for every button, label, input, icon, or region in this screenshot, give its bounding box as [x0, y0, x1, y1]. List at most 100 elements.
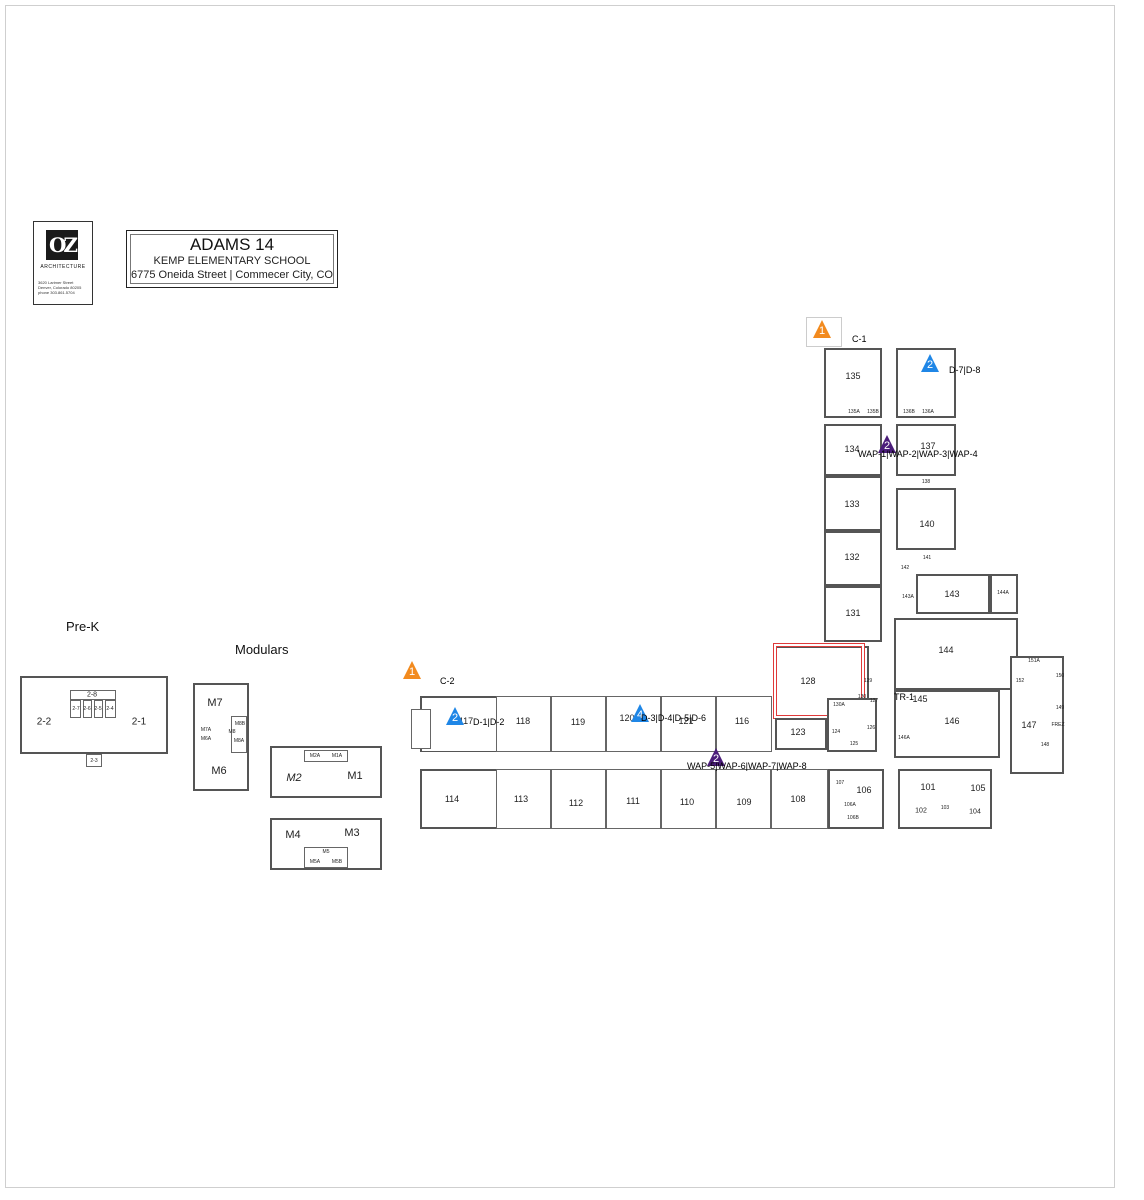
room-label: 133 — [844, 499, 860, 509]
school-address: 6775 Oneida Street | Commecer City, CO — [131, 269, 333, 281]
room-133 — [824, 476, 882, 531]
marker-label-d3-d6: D-3|D-4|D-5|D-6 — [641, 713, 707, 723]
room-134 — [824, 424, 882, 476]
room-label: 137 — [920, 441, 936, 451]
room-label: 104 — [969, 808, 981, 816]
firm-name: ARCHITECTURE — [40, 264, 86, 270]
room-2-3 — [86, 754, 102, 767]
room-label: 121 — [678, 716, 694, 726]
room-label: 148 — [1040, 742, 1050, 748]
room-label: M5A — [309, 859, 321, 865]
room-111 — [606, 769, 661, 829]
room-label: 124 — [831, 729, 841, 735]
room-label: 125 — [849, 741, 859, 747]
room-label: M2A — [309, 753, 321, 759]
room-label: 2-5 — [94, 706, 102, 712]
room-label: 135B — [867, 409, 879, 415]
warning-triangle-icon — [813, 320, 831, 338]
room-label: M8 — [228, 729, 236, 735]
room-m2a-m1a — [304, 750, 348, 762]
room-label: 2-8 — [86, 691, 98, 699]
room-2-5 — [94, 700, 103, 718]
wap-marker-1-4[interactable]: 2 — [877, 434, 897, 454]
firm-logo: OZ ARCHITECTURE 3620 Larimer Street Denv… — [33, 221, 93, 305]
room-label: 2-6 — [83, 706, 91, 712]
data-marker-d7-d8[interactable]: 2 — [920, 353, 940, 373]
room-101-block — [898, 769, 992, 829]
room-110 — [661, 769, 716, 829]
room-label: 112 — [568, 798, 584, 808]
room-label: 130A — [833, 702, 845, 708]
room-label: 2-1 — [131, 716, 147, 728]
room-label: 136B — [903, 409, 915, 415]
room-label: 106A — [844, 802, 856, 808]
camera-marker-c2[interactable]: 1 — [402, 660, 422, 680]
camera-marker-c1[interactable]: 1 — [812, 319, 832, 339]
room-label: M3 — [344, 827, 360, 839]
room-label: 111 — [626, 796, 640, 806]
room-label: M5 — [322, 849, 330, 855]
room-label: 135 — [845, 371, 861, 381]
room-label: 119 — [570, 717, 586, 727]
room-135 — [824, 348, 882, 418]
room-label: 2-4 — [106, 706, 114, 712]
room-label: 118 — [515, 716, 531, 726]
data-marker-d3-d6[interactable]: 4 — [630, 703, 650, 723]
room-label: 138 — [921, 479, 931, 485]
telecom-room-label: TR-1 — [894, 692, 914, 702]
marker-label-c2: C-2 — [440, 676, 455, 686]
data-triangle-icon — [446, 707, 464, 725]
firm-address-line-2: Denver, Colorado 80205 — [38, 285, 82, 290]
room-147-suite — [1010, 656, 1064, 774]
room-124-127 — [827, 698, 877, 752]
room-label: 103 — [940, 805, 950, 811]
room-113 — [496, 769, 551, 829]
room-118 — [496, 696, 551, 752]
room-label: 117 — [458, 716, 474, 726]
room-116 — [411, 709, 431, 749]
district-title: ADAMS 14 — [189, 235, 275, 254]
room-2-8 — [70, 690, 116, 700]
room-label: 106 — [856, 785, 872, 795]
wap-triangle-icon — [707, 748, 725, 766]
room-label: M2 — [286, 772, 302, 784]
room-label: 109 — [736, 797, 752, 807]
room-131 — [824, 586, 882, 642]
room-label: 131 — [845, 608, 861, 618]
school-name: KEMP ELEMENTARY SCHOOL — [153, 255, 311, 267]
room-label: 102 — [915, 807, 927, 815]
firm-address: 3620 Larimer Street Denver, Colorado 802… — [38, 280, 90, 295]
wap-marker-5-8[interactable]: 2 — [706, 747, 726, 767]
data-marker-d1-d2[interactable]: 2 — [445, 706, 465, 726]
room-label: 113 — [513, 794, 529, 804]
room-120 — [606, 696, 661, 752]
room-106-block — [828, 769, 884, 829]
wap-triangle-icon — [878, 435, 896, 453]
room-label: M4 — [285, 829, 301, 841]
room-label: 143A — [902, 594, 914, 600]
room-label: 146A — [898, 735, 910, 741]
room-137 — [896, 424, 956, 476]
room-label: 144 — [938, 645, 954, 655]
room-109 — [716, 769, 771, 829]
room-label: 114 — [444, 794, 460, 804]
room-label: 126 — [866, 725, 876, 731]
room-label: M7 — [207, 697, 223, 709]
room-label: 120 — [619, 713, 635, 723]
room-label: 2-2 — [36, 716, 52, 728]
data-triangle-icon — [631, 704, 649, 722]
warning-triangle-icon — [403, 661, 421, 679]
room-label: 129 — [863, 678, 873, 684]
room-2-4 — [105, 700, 116, 718]
room-label: 110 — [679, 797, 695, 807]
room-144a — [990, 574, 1018, 614]
room-108 — [771, 769, 828, 829]
room-label: 2-7 — [72, 706, 80, 712]
room-2-7 — [70, 700, 81, 718]
room-label: FREZ — [1051, 722, 1065, 728]
room-m5 — [304, 847, 348, 868]
room-label: 136A — [922, 409, 934, 415]
room-label: 134 — [844, 444, 860, 454]
marker-label-wap-5-8: WAP-5|WAP-6|WAP-7|WAP-8 — [687, 761, 807, 771]
marker-label-d7-d8: D-7|D-8 — [949, 365, 981, 375]
